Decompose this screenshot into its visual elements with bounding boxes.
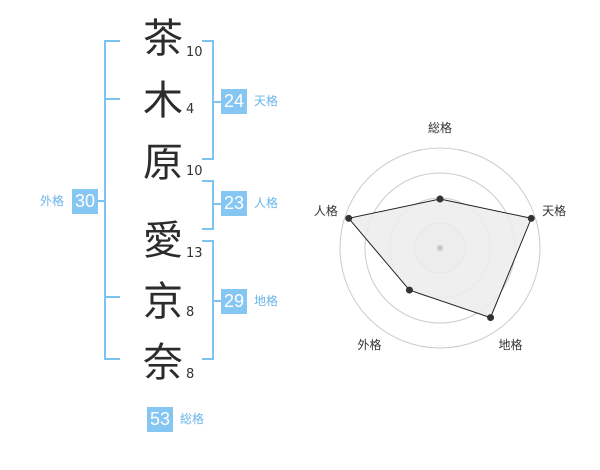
stroke-count: 8: [186, 305, 195, 320]
radar-axis-label: 人格: [314, 203, 338, 218]
surname-char-3: 原: [143, 140, 183, 186]
tenkaku-label: 天格: [254, 94, 279, 108]
gaikaku-badge: 30: [72, 189, 98, 214]
soukaku-label: 総格: [180, 412, 205, 426]
radar-center-dot: [437, 245, 443, 251]
radar-point: [345, 214, 353, 222]
radar-axis-label: 天格: [542, 203, 566, 218]
radar-area: [347, 198, 532, 319]
tenkaku-badge: 24: [221, 89, 247, 114]
given-char-3: 奈: [143, 340, 183, 386]
chikaku-label: 地格: [254, 294, 279, 308]
radar-axis-label: 地格: [499, 337, 523, 352]
chikaku-badge: 29: [221, 289, 247, 314]
gaikaku-label: 外格: [40, 194, 65, 208]
radar-point: [405, 286, 413, 294]
radar-point: [487, 314, 495, 322]
stroke-count: 10: [186, 45, 203, 60]
radar-axis-label: 外格: [357, 337, 381, 352]
radar-point: [527, 214, 535, 222]
given-char-2: 京: [143, 279, 183, 325]
soukaku-badge: 53: [147, 407, 173, 432]
radar-axis-label: 総格: [428, 120, 452, 135]
stroke-count: 13: [186, 246, 203, 261]
stroke-count: 10: [186, 164, 203, 179]
stroke-count: 4: [186, 102, 195, 117]
given-char-1: 愛: [143, 218, 183, 264]
radar-ring: [339, 147, 541, 349]
surname-char-1: 茶: [143, 16, 183, 62]
radar-point: [436, 195, 444, 203]
surname-char-2: 木: [143, 78, 183, 124]
jinkaku-badge: 23: [221, 191, 247, 216]
stroke-count: 8: [186, 367, 195, 382]
jinkaku-label: 人格: [254, 196, 279, 210]
